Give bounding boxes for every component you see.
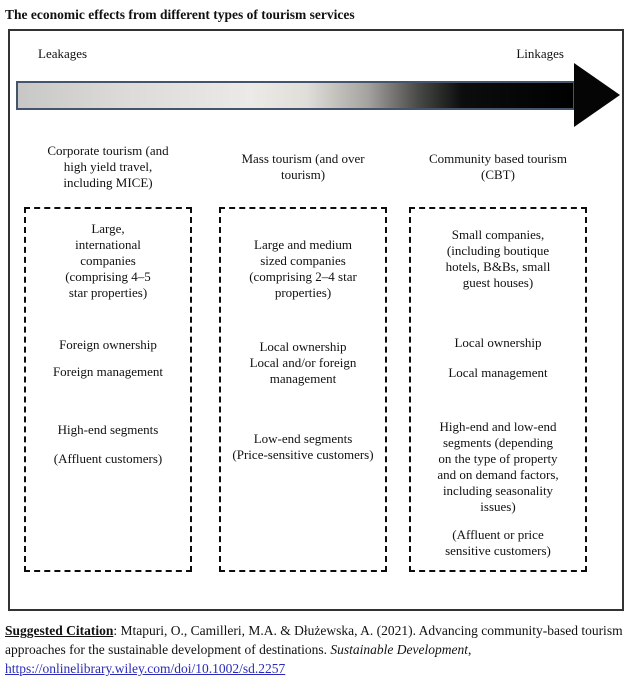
box-community-tourism: Small companies, (including boutique hot… [409, 207, 587, 572]
list-item: (Affluent customers) [53, 451, 163, 466]
column-headers-row: Corporate tourism (and high yield travel… [10, 142, 622, 192]
list-item: (Affluent or price sensitive customers) [445, 527, 551, 558]
list-item: Foreign ownership [59, 337, 157, 352]
suggested-citation: Suggested Citation: Mtapuri, O., Camille… [5, 621, 625, 678]
list-item: Foreign management [52, 364, 164, 379]
box-corporate-tourism: Large, international companies (comprisi… [24, 207, 192, 572]
diagram-frame: Leakages Linkages Corporate tourism (and… [8, 29, 624, 611]
citation-text: : Mtapuri, O., Camilleri, M.A. & Dłużews… [5, 623, 623, 657]
column-header-mass-tourism: Mass tourism (and over tourism) [241, 151, 365, 182]
list-item: Small companies, (including boutique hot… [445, 227, 551, 290]
arrow-head-icon [574, 63, 620, 127]
axis-labels: Leakages Linkages [10, 31, 622, 63]
citation-label: Suggested Citation [5, 623, 114, 638]
column-boxes-row: Large, international companies (comprisi… [10, 207, 622, 572]
list-item: Low-end segments (Price-sensitive custom… [232, 431, 374, 462]
list-item: High-end and low-end segments (depending… [437, 419, 559, 514]
list-item: Local ownership [454, 335, 542, 350]
gradient-arrow-bar [16, 80, 575, 110]
figure-page: The economic effects from different type… [0, 6, 631, 691]
gradient-arrow [16, 63, 620, 127]
list-item: Local ownership Local and/or foreign man… [249, 339, 357, 386]
leakages-label: Leakages [38, 46, 88, 61]
column-header-corporate-tourism: Corporate tourism (and high yield travel… [47, 143, 169, 190]
citation-doi-link[interactable]: https://onlinelibrary.wiley.com/doi/10.1… [5, 661, 286, 676]
list-item: High-end segments [57, 422, 159, 437]
column-header-community-tourism: Community based tourism (CBT) [429, 151, 567, 182]
box-mass-tourism: Large and medium sized companies (compri… [219, 207, 387, 572]
list-item: Large and medium sized companies (compri… [249, 237, 357, 300]
page-title: The economic effects from different type… [5, 7, 355, 22]
list-item: Local management [448, 365, 548, 380]
list-item: Large, international companies (comprisi… [65, 221, 151, 300]
citation-comma: , [468, 642, 472, 657]
linkages-label: Linkages [516, 46, 564, 61]
citation-journal: Sustainable Development [330, 642, 468, 657]
